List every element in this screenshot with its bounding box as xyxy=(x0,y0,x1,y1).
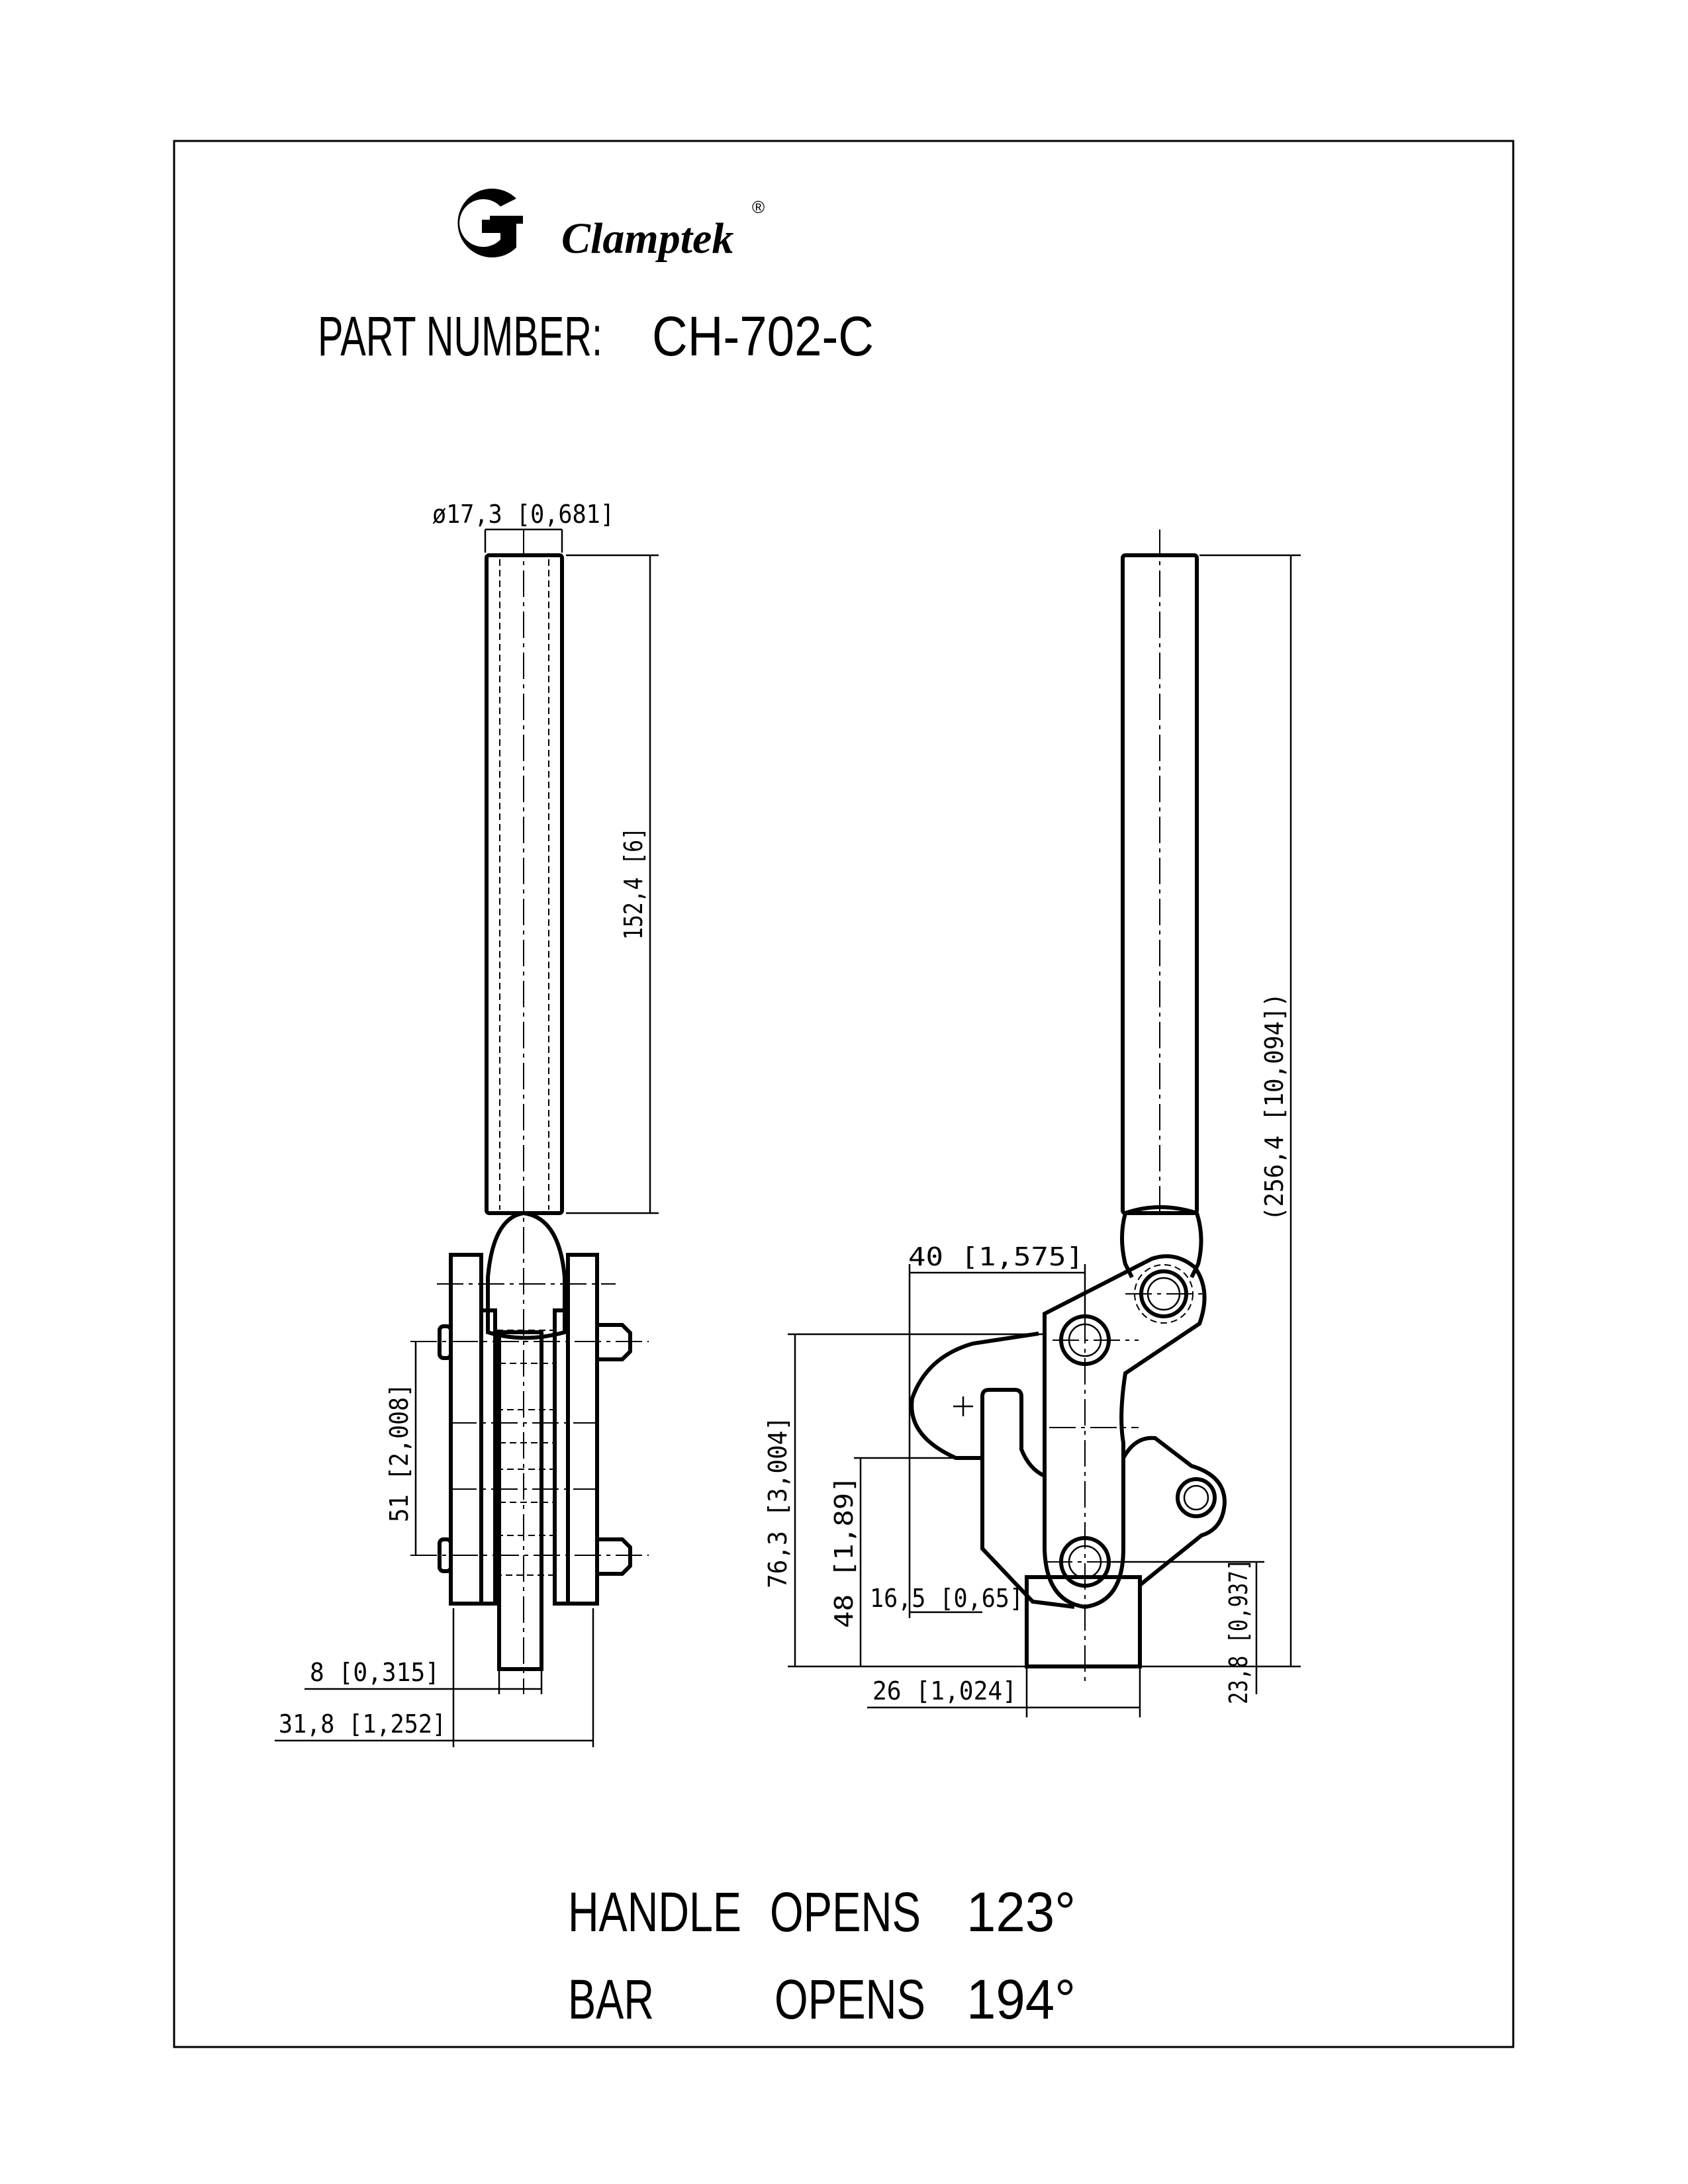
dim-hook-offset: 16,5 [0,65] xyxy=(870,1584,1023,1613)
clamptek-logo: Clamptek ® xyxy=(457,189,765,263)
dim-base-height: 23,8 [0,937] xyxy=(1224,1559,1253,1704)
dim-bolt-spacing: 51 [2,008] xyxy=(385,1383,414,1522)
nut-icon xyxy=(595,1323,632,1361)
part-number-label: PART NUMBER: xyxy=(318,305,602,367)
logo-mark-icon xyxy=(457,189,516,258)
spec-item-handle: HANDLE xyxy=(568,1881,741,1943)
dim-hook-height: 48 [1,89] xyxy=(829,1476,859,1628)
registered-mark: ® xyxy=(752,197,765,217)
dim-handle-length: 152,4 [6] xyxy=(619,827,648,940)
dim-base-width: 26 [1,024] xyxy=(872,1676,1017,1706)
dim-pivot-offset: 40 [1,575] xyxy=(908,1242,1084,1271)
link-plate xyxy=(1043,1254,1207,1610)
front-view: ø17,3 [0,681] 152,4 [6] 51 [2,008] 8 [0,… xyxy=(275,500,659,1747)
dim-bar-width: 8 [0,315] xyxy=(310,1658,440,1687)
dim-pivot-height: 76,3 [3,004] xyxy=(763,1416,792,1588)
dim-handle-diameter: ø17,3 [0,681] xyxy=(432,500,614,529)
nut-icon xyxy=(595,1537,632,1576)
spec-angle-handle: 123° xyxy=(966,1881,1076,1943)
dim-overall-width: 31,8 [1,252] xyxy=(279,1709,446,1739)
spec-angle-bar: 194° xyxy=(966,1968,1076,2030)
spec-item-bar: BAR xyxy=(568,1968,654,2030)
brand-name: Clamptek xyxy=(561,214,733,263)
side-view: 40 [1,575] 76,3 [3,004] 48 [1,89] 16,5 [… xyxy=(763,529,1301,1717)
dim-overall-height: (256,4 [10,094]) xyxy=(1260,993,1289,1221)
base-block xyxy=(1025,1575,1142,1668)
spec-action-handle: OPENS xyxy=(770,1881,921,1943)
part-number-value: CH-702-C xyxy=(652,305,874,367)
spec-action-bar: OPENS xyxy=(774,1968,925,2030)
sheet-border xyxy=(173,140,1515,2048)
opening-specs: HANDLE OPENS 123° BAR OPENS 194° xyxy=(568,1881,1076,2030)
